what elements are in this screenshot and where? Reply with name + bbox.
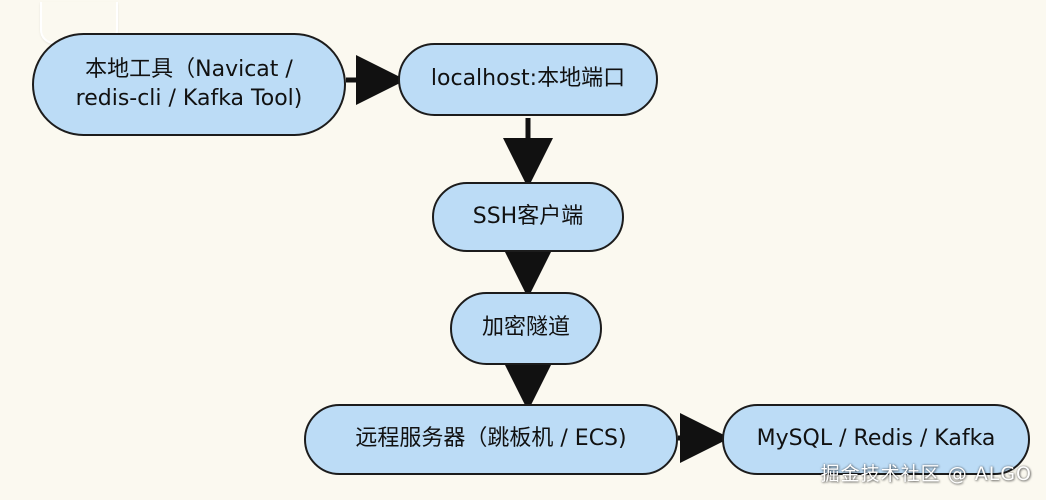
node-local-tool-line-2: redis-cli / Kafka Tool) [75, 85, 303, 111]
node-local-tool-label: 本地工具（Navicat / redis-cli / Kafka Tool) [76, 56, 303, 113]
node-remote-server-label: 远程服务器（跳板机 / ECS) [355, 426, 627, 452]
node-local-tool: 本地工具（Navicat / redis-cli / Kafka Tool) [32, 33, 346, 136]
node-remote-server: 远程服务器（跳板机 / ECS) [304, 404, 678, 475]
node-encrypted-tunnel: 加密隧道 [450, 292, 602, 365]
node-localhost-label: localhost:本地端口 [430, 66, 626, 92]
node-targets-label: MySQL / Redis / Kafka [756, 426, 996, 452]
watermark-text: 掘金技术社区 @ ALGO [820, 463, 1032, 485]
node-localhost: localhost:本地端口 [398, 43, 658, 116]
node-local-tool-line-1: 本地工具（Navicat / [85, 56, 293, 82]
node-ssh-client: SSH客户端 [432, 182, 624, 252]
node-ssh-client-label: SSH客户端 [472, 203, 584, 229]
node-encrypted-tunnel-label: 加密隧道 [481, 315, 570, 341]
node-targets: MySQL / Redis / Kafka [722, 404, 1030, 475]
